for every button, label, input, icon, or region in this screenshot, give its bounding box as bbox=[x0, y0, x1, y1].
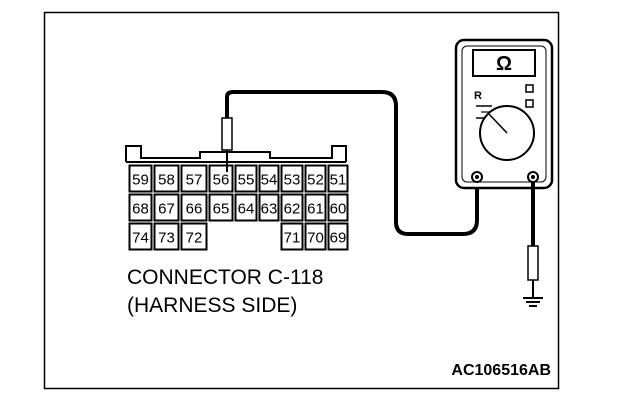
connector-caption-line2: (HARNESS SIDE) bbox=[127, 294, 297, 317]
ohmmeter: Ω R bbox=[454, 38, 554, 190]
pin-label-55: 55 bbox=[238, 172, 255, 189]
pin-cell-67 bbox=[153, 193, 180, 222]
ground-symbol-icon bbox=[523, 297, 543, 307]
pin-cell-59 bbox=[128, 164, 153, 193]
pin-label-58: 58 bbox=[158, 172, 175, 189]
pin-cell-74 bbox=[128, 222, 153, 251]
pin-cell-61 bbox=[304, 193, 327, 222]
pin-cell-73 bbox=[153, 222, 180, 251]
pin-cell-63 bbox=[258, 193, 280, 222]
pin-label-59: 59 bbox=[132, 172, 149, 189]
meter-inner-case bbox=[461, 45, 547, 183]
pin-label-61: 61 bbox=[307, 201, 324, 218]
pin-cell-72 bbox=[180, 222, 208, 251]
range-label: R bbox=[474, 90, 482, 102]
pin-label-74: 74 bbox=[132, 230, 149, 247]
pin-cell-53 bbox=[280, 164, 304, 193]
pin-label-67: 67 bbox=[158, 201, 175, 218]
dial-pointer bbox=[487, 112, 508, 134]
pin-label-69: 69 bbox=[330, 230, 347, 247]
pin-cell-51 bbox=[327, 164, 349, 193]
pin-label-57: 57 bbox=[186, 172, 203, 189]
pin-label-66: 66 bbox=[186, 201, 203, 218]
connector-outline bbox=[125, 145, 347, 162]
pin-cell-54 bbox=[258, 164, 280, 193]
pin-cell-71 bbox=[280, 222, 304, 251]
pin-cell-65 bbox=[208, 193, 234, 222]
pin-grid: 59 58 57 56 55 54 53 52 51 68 67 66 65 64 63 62 61 60 74 73… bbox=[128, 164, 349, 251]
connector-c118: 59 58 57 56 55 54 53 52 51 68 67 66 65 64 63 62 61 60 74 73… bbox=[125, 145, 349, 251]
pin-cell-55 bbox=[234, 164, 258, 193]
pin-label-72: 72 bbox=[186, 230, 203, 247]
terminal-v-ohm-center bbox=[531, 175, 535, 179]
pin-cell-60 bbox=[327, 193, 349, 222]
probe-body bbox=[221, 117, 233, 151]
test-lead-red bbox=[221, 90, 479, 236]
pin-label-64: 64 bbox=[238, 201, 255, 218]
pin-label-65: 65 bbox=[213, 201, 230, 218]
pin-label-51: 51 bbox=[330, 172, 347, 189]
connector-caption-line1: CONNECTOR C-118 bbox=[127, 266, 323, 289]
pin-label-53: 53 bbox=[284, 172, 301, 189]
pin-cell-70 bbox=[304, 222, 327, 251]
test-lead-black bbox=[523, 182, 543, 307]
meter-button-1 bbox=[525, 84, 534, 93]
pin-label-73: 73 bbox=[158, 230, 175, 247]
figure-code: AC106516AB bbox=[451, 362, 551, 379]
meter-display bbox=[472, 49, 536, 77]
pin-cell-57 bbox=[180, 164, 208, 193]
pin-cell-68 bbox=[128, 193, 153, 222]
meter-button-2 bbox=[525, 99, 534, 108]
pin-label-60: 60 bbox=[330, 201, 347, 218]
pin-label-68: 68 bbox=[132, 201, 149, 218]
pin-cell-66 bbox=[180, 193, 208, 222]
ohm-symbol: Ω bbox=[496, 53, 512, 75]
lead-wire bbox=[225, 90, 479, 236]
pin-label-56: 56 bbox=[213, 172, 230, 189]
pin-cell-52 bbox=[304, 164, 327, 193]
pin-cell-64 bbox=[234, 193, 258, 222]
pin-cell-69 bbox=[327, 222, 349, 251]
pin-label-63: 63 bbox=[261, 201, 278, 218]
pin-label-62: 62 bbox=[284, 201, 301, 218]
pin-label-71: 71 bbox=[284, 230, 301, 247]
pin-label-54: 54 bbox=[261, 172, 278, 189]
ground-probe-body bbox=[527, 245, 539, 281]
pin-cell-62 bbox=[280, 193, 304, 222]
pin-cell-58 bbox=[153, 164, 180, 193]
pin-label-52: 52 bbox=[307, 172, 324, 189]
pin-label-70: 70 bbox=[307, 230, 324, 247]
terminal-com-center bbox=[475, 175, 479, 179]
